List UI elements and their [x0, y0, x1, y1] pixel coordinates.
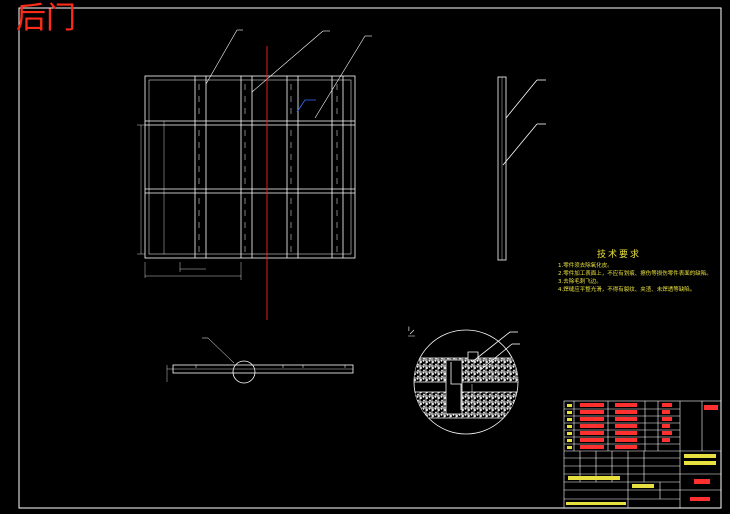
- detail-callout-circle: [232, 360, 256, 384]
- side-view: [497, 76, 546, 261]
- detail-view: [408, 329, 520, 435]
- technical-requirements-list: 1.零件须去除氧化皮。 2.零件加工表面上，不应有划痕、擦伤等损伤零件表面的缺陷…: [558, 262, 716, 294]
- list-item: 4.焊缝应平整光滑，不得有裂纹、夹渣、未焊透等缺陷。: [558, 287, 696, 293]
- stiffeners: [194, 76, 344, 258]
- title-block-cells: [566, 403, 718, 505]
- detail-view-label: I: [408, 326, 410, 333]
- blue-leader: [296, 99, 316, 113]
- leaders: [205, 29, 372, 119]
- bottom-view: [166, 337, 354, 384]
- front-view: [137, 29, 372, 280]
- hole-pattern: [198, 84, 338, 252]
- title-block: [563, 400, 722, 509]
- technical-requirements-title: 技术要求: [597, 250, 642, 260]
- dimensions: [137, 124, 242, 280]
- list-item: 2.零件加工表面上，不应有划痕、擦伤等损伤零件表面的缺陷。: [558, 271, 712, 277]
- document-title: 后门: [16, 1, 76, 36]
- list-item: 1.零件须去除氧化皮。: [558, 263, 613, 269]
- list-item: 3.去除毛刺飞边。: [558, 279, 602, 285]
- sheet-border: [18, 7, 722, 509]
